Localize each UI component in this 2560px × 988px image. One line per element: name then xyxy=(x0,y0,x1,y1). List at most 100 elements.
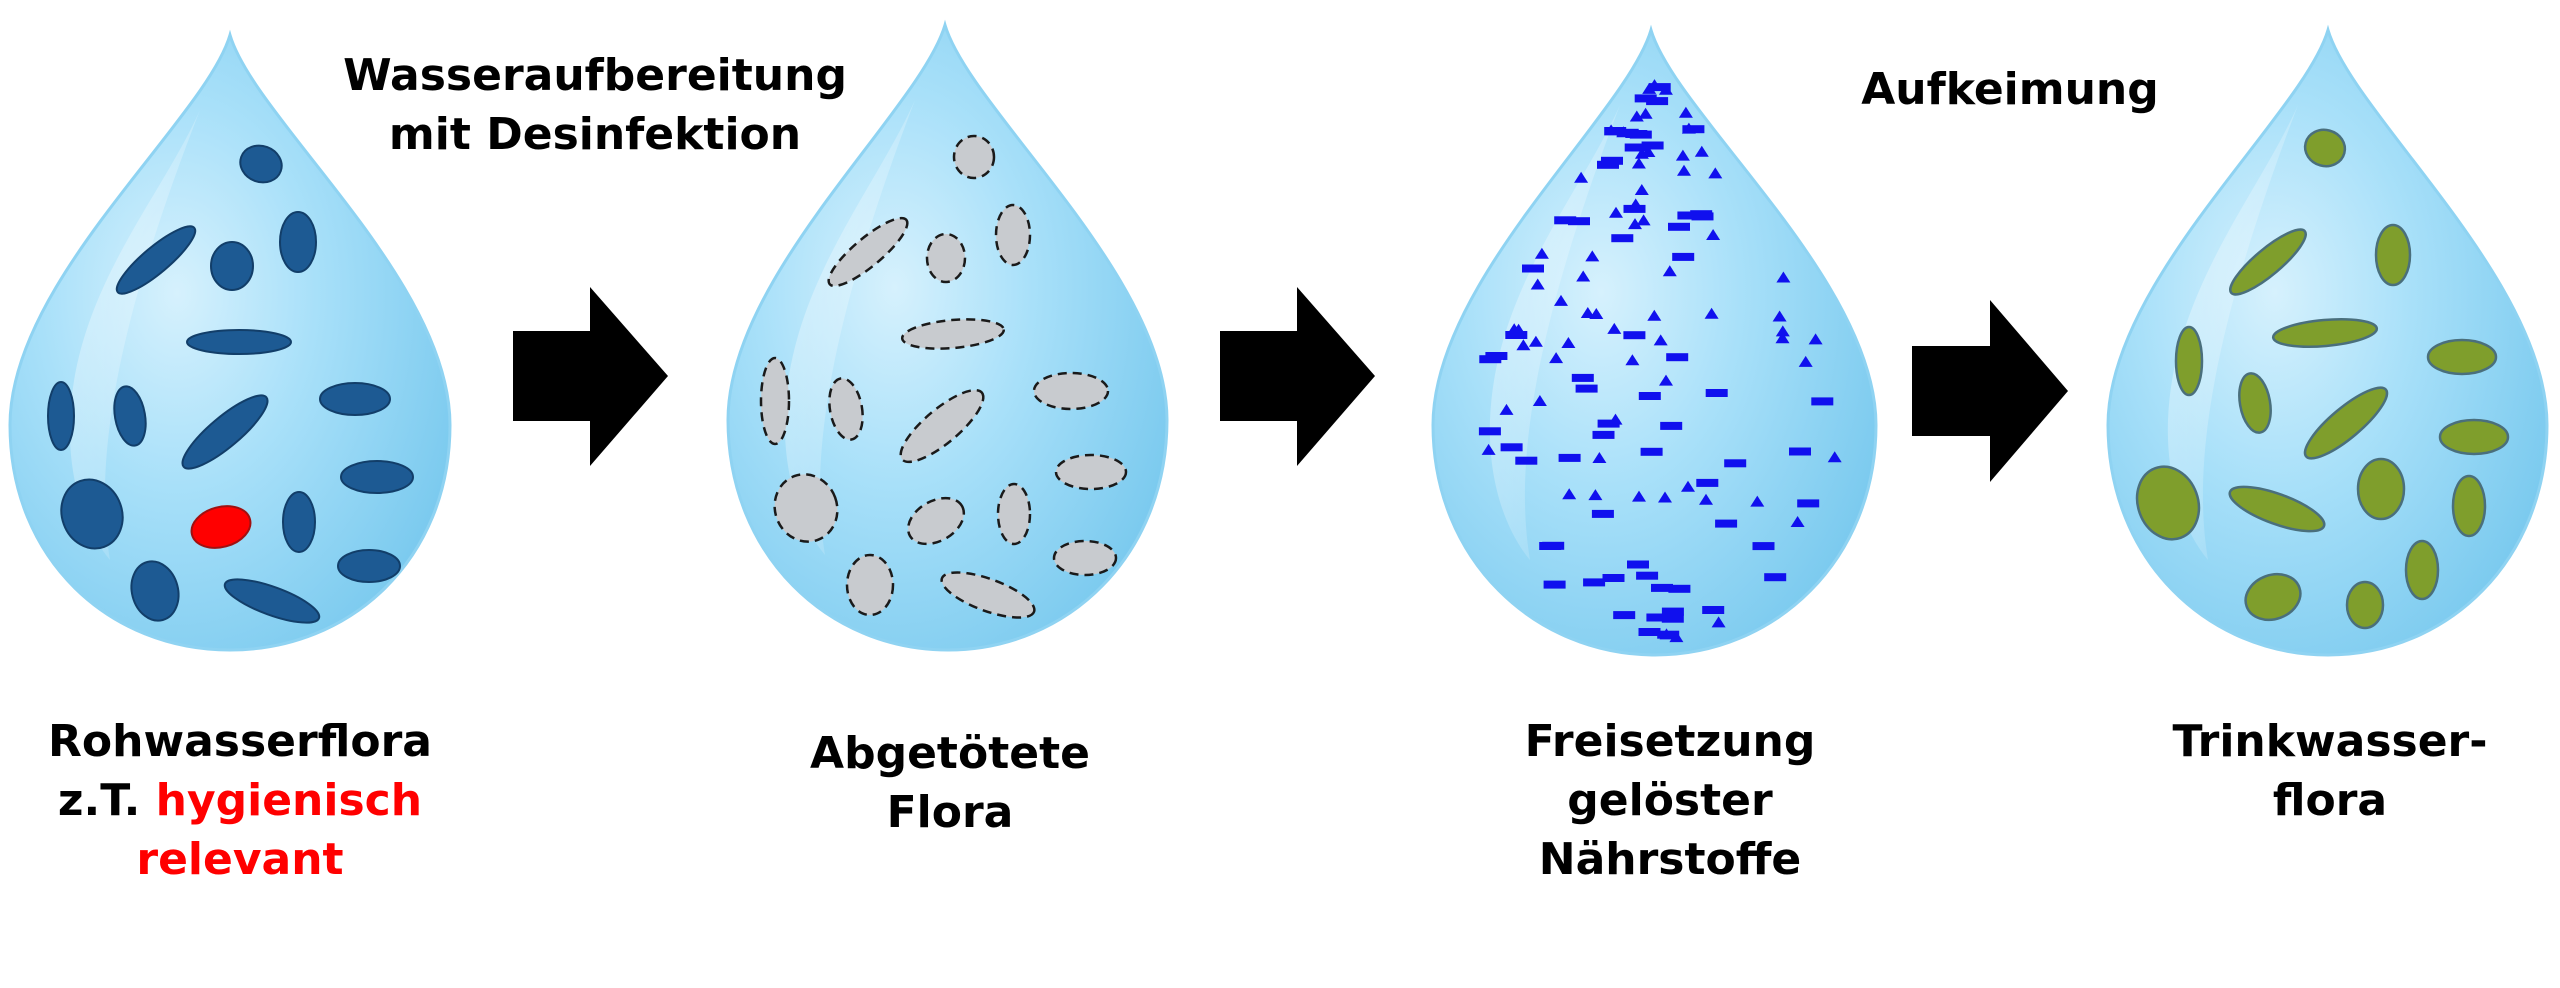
step-label-raw-water-line2: z.T. hygienisch xyxy=(20,771,460,830)
nutrient-dash xyxy=(1661,614,1684,623)
transition-label-treatment: Wasseraufbereitung mit Desinfektion xyxy=(335,46,855,164)
nutrient-triangle xyxy=(1580,307,1595,318)
nutrient-dash xyxy=(1624,143,1647,152)
nutrient-triangle xyxy=(1549,352,1564,364)
step-label-nutrients-line1: Freisetzung xyxy=(1524,716,1816,767)
nutrient-dash xyxy=(1558,453,1581,462)
nutrient-dash xyxy=(1629,130,1652,139)
nutrient-triangle xyxy=(1798,355,1813,367)
nutrient-triangle xyxy=(1634,184,1649,195)
process-arrow-2 xyxy=(1220,287,1375,466)
nutrient-dash xyxy=(1623,331,1646,340)
nutrient-dash xyxy=(1715,519,1738,528)
process-arrow-3 xyxy=(1912,300,2068,482)
nutrient-triangle xyxy=(1585,250,1600,262)
nutrient-dash xyxy=(1485,352,1508,360)
nutrient-dash xyxy=(1515,456,1538,465)
step-label-raw-water-line1: Rohwasserflora xyxy=(48,716,432,767)
relevant-highlight-text: relevant xyxy=(136,834,344,885)
nutrient-dash xyxy=(1604,127,1627,135)
nutrient-triangle xyxy=(1658,491,1672,503)
nutrient-triangle xyxy=(1653,334,1668,346)
nutrient-dash xyxy=(1764,573,1787,582)
nutrient-dash xyxy=(1542,541,1565,550)
nutrient-dash xyxy=(1636,571,1659,580)
nutrient-triangle xyxy=(1562,488,1577,500)
nutrient-dash xyxy=(1591,509,1614,518)
nutrient-dash xyxy=(1602,574,1625,582)
nutrient-dash xyxy=(1543,580,1566,589)
nutrient-triangle xyxy=(1659,374,1673,386)
nutrient-dash xyxy=(1668,222,1690,231)
nutrient-triangle xyxy=(1609,206,1623,218)
nutrient-dash xyxy=(1583,578,1606,587)
nutrient-triangle xyxy=(1530,278,1545,290)
nutrient-dash xyxy=(1648,83,1671,92)
nutrient-triangle xyxy=(1708,167,1723,179)
nutrient-triangle xyxy=(1662,265,1677,277)
nutrient-triangle xyxy=(1677,164,1691,176)
nutrient-triangle xyxy=(1528,335,1543,347)
drop-drinking-water-flora xyxy=(2106,24,2549,657)
nutrient-dash xyxy=(1623,204,1646,213)
nutrient-triangle xyxy=(1772,310,1787,322)
nutrient-dash xyxy=(1702,606,1725,614)
nutrient-triangle xyxy=(1694,145,1709,157)
nutrient-dash xyxy=(1554,216,1577,225)
process-arrow-1 xyxy=(513,287,668,466)
nutrient-dash xyxy=(1478,427,1501,436)
nutrient-triangle xyxy=(1827,451,1842,463)
nutrient-triangle xyxy=(1669,631,1684,643)
nutrient-dash xyxy=(1657,630,1680,639)
nutrient-dash xyxy=(1789,447,1811,456)
nutrient-dash xyxy=(1638,392,1661,400)
nutrient-triangle xyxy=(1574,171,1589,183)
nutrient-triangle xyxy=(1699,493,1713,505)
nutrient-dash xyxy=(1797,499,1820,508)
nutrient-triangle xyxy=(1631,157,1646,169)
step-label-nutrients-line3: Nährstoffe xyxy=(1538,834,1802,885)
nutrient-dash xyxy=(1690,210,1713,219)
nutrient-dash xyxy=(1592,430,1615,439)
drop-raw-water-flora xyxy=(8,29,452,652)
hygienic-pathogen-cell xyxy=(190,505,252,549)
nutrient-dash xyxy=(1811,397,1834,406)
nutrient-triangle xyxy=(1507,323,1522,335)
nutrient-triangle xyxy=(1632,490,1646,502)
nutrient-triangle xyxy=(1607,322,1622,334)
transition-label-regrowth-line1: Aufkeimung xyxy=(1861,64,2159,115)
nutrient-triangle xyxy=(1629,110,1644,122)
nutrient-dash xyxy=(1575,384,1598,393)
nutrient-triangle xyxy=(1532,395,1547,406)
nutrient-dash xyxy=(1613,611,1636,620)
nutrient-dash xyxy=(1668,584,1691,593)
nutrient-dash xyxy=(1696,478,1719,487)
nutrient-triangle xyxy=(1711,616,1726,628)
step-label-drinking-water: Trinkwasser- flora xyxy=(2110,712,2550,830)
nutrient-triangle xyxy=(1589,308,1604,319)
nutrient-triangle xyxy=(1634,147,1649,159)
nutrient-dash xyxy=(1505,331,1528,339)
nutrient-triangle xyxy=(1481,443,1496,455)
nutrient-triangle xyxy=(1628,218,1642,230)
nutrient-triangle xyxy=(1675,149,1690,161)
nutrient-triangle xyxy=(1790,516,1805,527)
nutrient-triangle xyxy=(1636,214,1651,226)
nutrient-dash xyxy=(1627,560,1649,569)
step-label-killed-flora-line1: Abgetötete xyxy=(810,728,1090,779)
nutrient-triangle xyxy=(1775,332,1790,344)
nutrient-triangle xyxy=(1808,333,1823,345)
nutrient-dash xyxy=(1651,583,1673,592)
nutrient-triangle xyxy=(1588,489,1603,501)
transition-label-regrowth: Aufkeimung xyxy=(1760,60,2260,119)
step-label-nutrients: Freisetzung gelöster Nährstoffe xyxy=(1450,712,1890,889)
nutrient-triangle xyxy=(1750,495,1765,507)
nutrient-dash xyxy=(1522,264,1544,273)
transition-label-treatment-line1: Wasseraufbereitung xyxy=(343,50,847,101)
nutrient-dash xyxy=(1638,628,1661,636)
drop-killed-flora xyxy=(726,19,1169,652)
nutrient-dash xyxy=(1597,160,1619,169)
nutrient-triangle xyxy=(1516,339,1531,351)
step-label-drinking-water-line2: flora xyxy=(2272,775,2388,826)
